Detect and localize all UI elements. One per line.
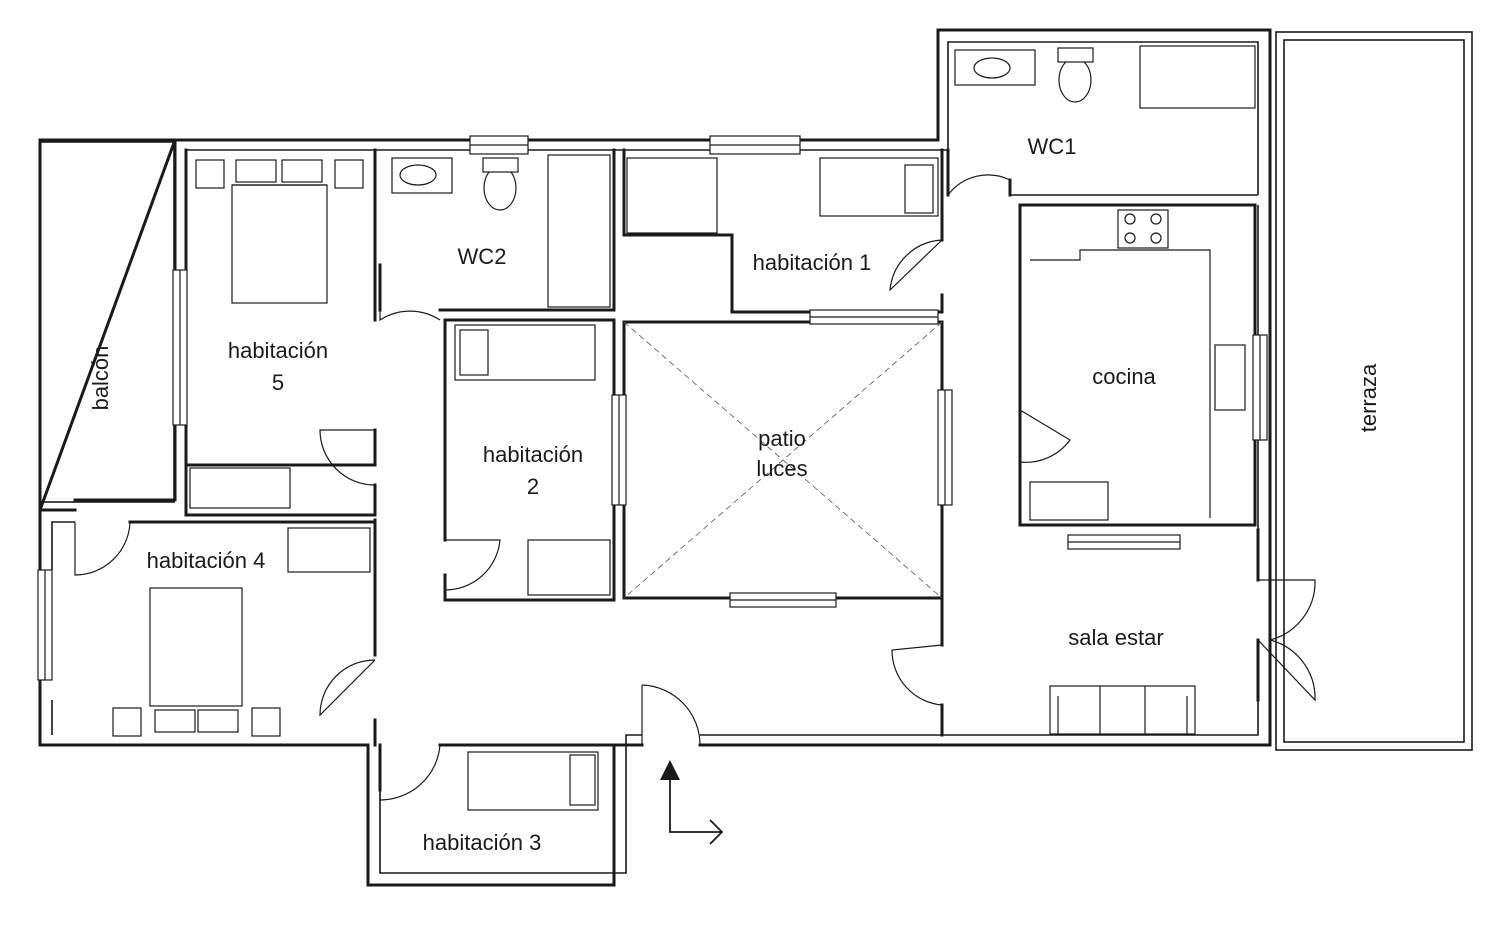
label-terraza: terraza [1356, 363, 1381, 432]
doors [74, 150, 1316, 801]
label-habitacion-3: habitación 3 [423, 830, 542, 855]
label-habitacion-5: habitación [228, 338, 328, 363]
label-cocina: cocina [1092, 364, 1156, 389]
label-sala-estar: sala estar [1068, 625, 1163, 650]
label-habitacion-4: habitación 4 [147, 548, 266, 573]
label-balcon: balcón [88, 346, 113, 411]
label-habitacion-5-number: 5 [272, 370, 284, 395]
windows [37, 135, 1268, 681]
entrance-arrow-icon [660, 760, 724, 845]
label-patio: patio [758, 426, 806, 451]
room-labels: balcón habitación 5 WC2 habitación 1 WC1… [88, 134, 1381, 855]
label-habitacion-2: habitación [483, 442, 583, 467]
terraza-frame [1275, 31, 1473, 751]
label-wc2: WC2 [458, 244, 507, 269]
label-habitacion-1: habitación 1 [753, 250, 872, 275]
label-wc1: WC1 [1028, 134, 1077, 159]
label-habitacion-2-number: 2 [527, 474, 539, 499]
label-patio-luces: luces [756, 456, 807, 481]
furniture [112, 45, 1256, 811]
